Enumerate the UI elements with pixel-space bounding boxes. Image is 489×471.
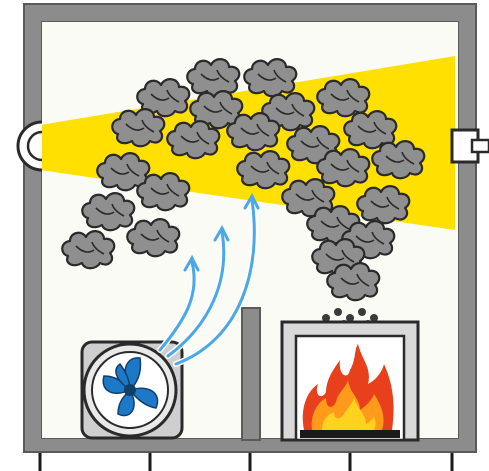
half-circle-detector-icon <box>18 122 42 170</box>
receiver-icon <box>452 130 489 162</box>
partition-wall <box>242 308 260 440</box>
fireplace <box>282 322 418 440</box>
